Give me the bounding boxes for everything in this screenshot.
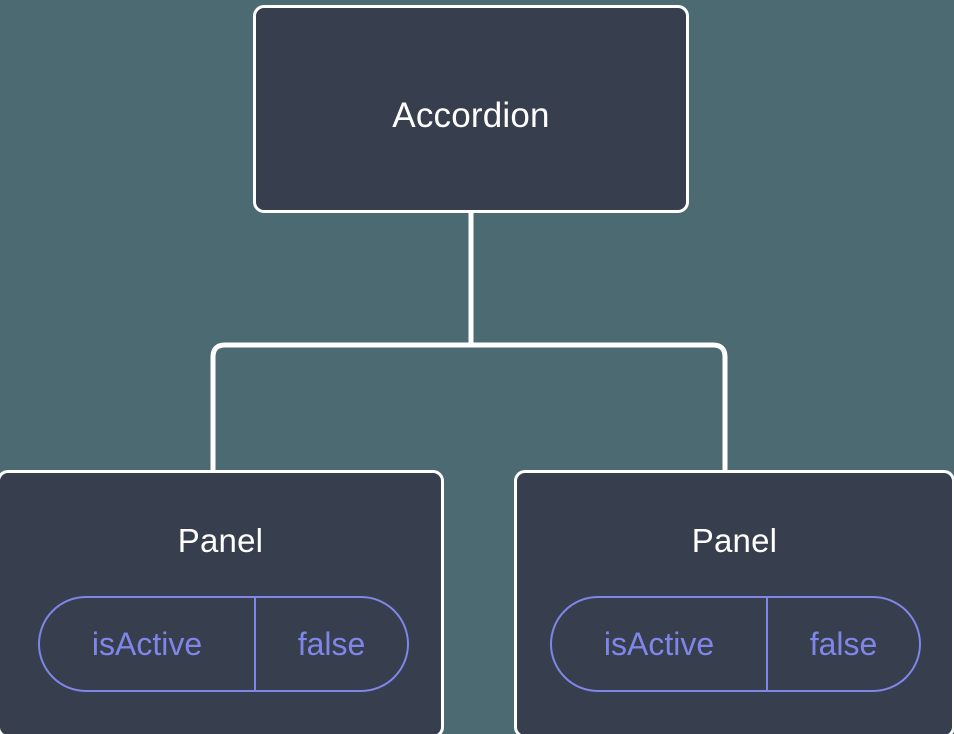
node-accordion[interactable]: Accordion — [253, 5, 689, 213]
prop-pill-isactive-right[interactable]: isActive false — [550, 596, 921, 692]
node-panel-right[interactable]: Panel isActive false — [514, 470, 954, 734]
prop-value: false — [766, 598, 919, 690]
edge-bus-to-panel-left — [210, 342, 471, 470]
node-panel-right-label: Panel — [691, 522, 778, 559]
prop-pill-isactive-left[interactable]: isActive false — [38, 596, 409, 692]
prop-key: isActive — [603, 625, 715, 662]
edge-bus-to-panel-right — [471, 342, 728, 470]
prop-key: isActive — [91, 625, 203, 662]
node-accordion-label: Accordion — [392, 96, 550, 135]
node-panel-left[interactable]: Panel isActive false — [0, 470, 444, 734]
node-panel-left-label: Panel — [177, 522, 264, 559]
prop-value: false — [254, 598, 407, 690]
